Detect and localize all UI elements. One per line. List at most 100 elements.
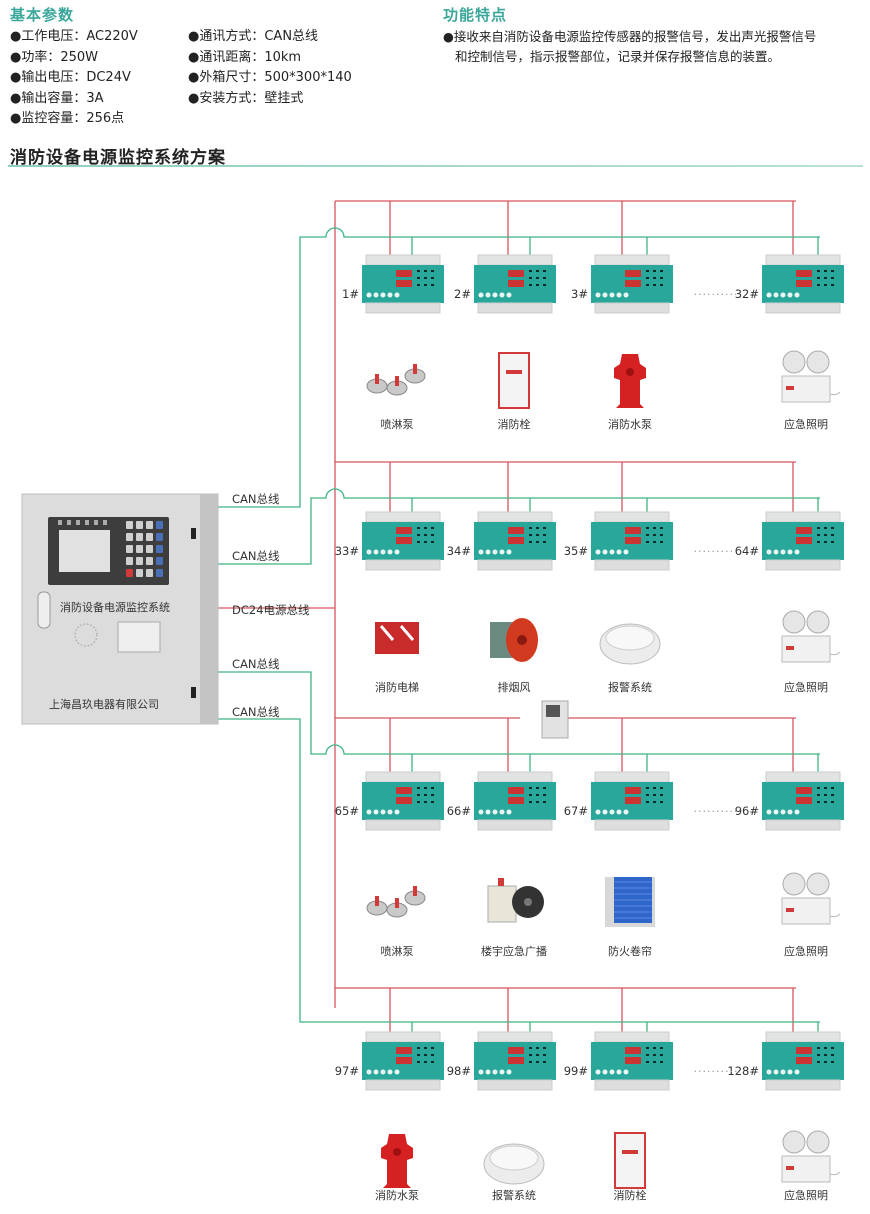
param-power: ●功率：250W [10,49,99,65]
module-led [653,534,656,536]
module-led [653,1054,656,1056]
module-led [543,541,546,543]
sub-controller [541,700,569,739]
digit-display [508,280,524,287]
module-led [529,1047,532,1049]
monitor-module [591,511,673,571]
module-button [492,809,498,815]
module-led [824,787,827,789]
module-led [660,277,663,279]
device-label: 喷淋泵 [381,418,414,431]
module-led [543,1054,546,1056]
module-bottom [477,559,553,571]
module-button [492,1069,498,1075]
module-led [536,534,539,536]
module-button [602,292,608,298]
module-bottom [477,1079,553,1091]
lamp-left [782,1130,806,1154]
module-bottom [365,1079,441,1091]
module-button [794,549,800,555]
exhaust-fan-icon [490,618,538,662]
module-led [646,1047,649,1049]
device-label: 楼宇应急广播 [481,944,547,958]
module-button [499,809,505,815]
fire-shutter-icon [605,877,655,927]
module-led [431,284,434,286]
module-button [602,1069,608,1075]
lamp-left [782,872,806,896]
module-button [623,1069,629,1075]
module-led [646,1061,649,1063]
scheme-title: 消防设备电源监控系统方案 [10,148,226,168]
module-button [506,292,512,298]
module-number: 128# [727,1064,759,1078]
indicator-led [67,520,71,525]
module-led [431,1047,434,1049]
module-bottom [365,302,441,314]
features-line-2: 和控制信号，指示报警部位，记录并保存报警信息的装置。 [455,49,781,64]
module-led [831,270,834,272]
digit-display [396,1047,412,1054]
sprinkler-bulb [375,374,379,384]
digit-display [625,787,641,794]
monitor-module [591,254,673,314]
light-cord [829,913,841,918]
device-label: 消防水泵 [608,417,652,431]
module-led [431,277,434,279]
module-ellipsis: ·········· [694,1065,739,1078]
module-led [431,801,434,803]
monitor-module [762,511,844,571]
keypad-key [136,557,143,565]
cabinet-label [506,370,522,374]
device-label: 喷淋泵 [381,945,414,958]
module-led [536,527,539,529]
lcd-screen [59,530,110,572]
module-number: 96# [735,804,759,818]
module-led [417,1061,420,1063]
digit-display [796,1047,812,1054]
monitor-module [591,1031,673,1091]
module-button [616,292,622,298]
module-led [660,787,663,789]
digit-display [396,527,412,534]
module-bottom [365,819,441,831]
module-top [765,1031,841,1043]
module-led [817,794,820,796]
module-led [543,794,546,796]
module-led [646,270,649,272]
module-led [431,527,434,529]
module-button [380,549,386,555]
sprinkler-bulb [413,364,417,374]
panel-text: 消防设备电源监控系统 [60,600,170,614]
module-button [380,292,386,298]
module-button [485,1069,491,1075]
module-number: 2# [454,287,471,301]
module-button [506,1069,512,1075]
keypad-key [146,569,153,577]
fire-hydrant-icon [381,1134,413,1188]
module-led [424,794,427,796]
digit-display [796,270,812,277]
module-led [529,277,532,279]
module-led [653,527,656,529]
emergency-light-icon [781,1130,841,1183]
module-led [543,787,546,789]
module-button [373,1069,379,1075]
module-button [366,809,372,815]
latch-bottom [191,687,196,698]
module-button [773,809,779,815]
wiring [217,200,820,1036]
module-bottom [594,302,670,314]
device-label: 消防栓 [614,1188,647,1202]
device-label: 应急照明 [784,1188,828,1202]
module-led [424,801,427,803]
module-top [365,254,441,266]
monitor-module [362,511,444,571]
module-button [366,292,372,298]
sprinkler-bulb [395,898,399,908]
module-button [380,1069,386,1075]
basic-params-title: 基本参数 [10,6,75,24]
digit-display [796,797,812,804]
